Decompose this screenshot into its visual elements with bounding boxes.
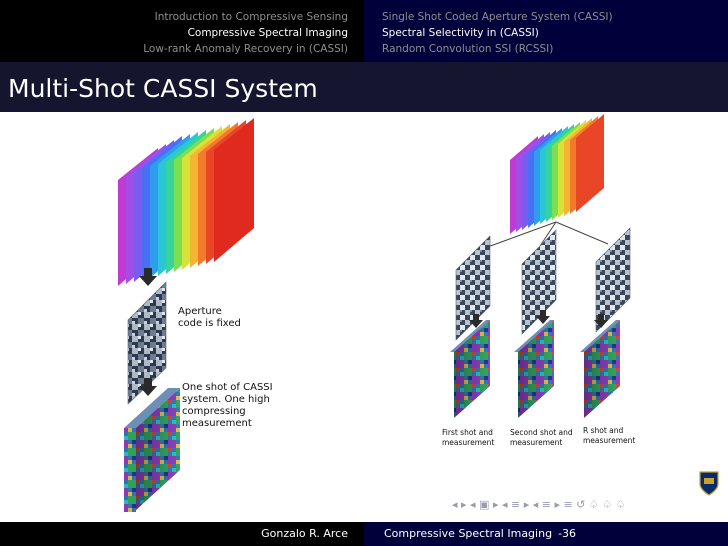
coded-aperture-left <box>127 281 167 405</box>
label-aperture-fixed: Aperture code is fixed <box>178 306 241 329</box>
beamer-nav-controls[interactable]: ◂ ▸ ◂ ▣ ▸ ◂ ≡ ▸ ◂ ≡ ▸ ≡ ↺ ♤ ♤ ♤ <box>452 498 626 511</box>
footer-author-bar: Gonzalo R. Arce <box>0 522 364 546</box>
nav-section-csi[interactable]: Compressive Spectral Imaging <box>187 27 348 39</box>
arrow-down-icon <box>139 378 157 396</box>
spectral-cube-right <box>510 114 604 234</box>
nav-subsection-cassi[interactable]: Single Shot Coded Aperture System (CASSI… <box>382 11 613 23</box>
header-sections: Introduction to Compressive Sensing Comp… <box>0 0 364 62</box>
slide-title: Multi-Shot CASSI System <box>8 74 318 103</box>
caption-first-shot: First shot and measurement <box>442 428 495 447</box>
university-seal-icon <box>699 471 719 496</box>
nav-section-lowrank[interactable]: Low-rank Anomaly Recovery in (CASSI) <box>143 43 348 55</box>
measurement-shot-r <box>580 320 620 418</box>
label-one-shot: One shot of CASSI system. One high compr… <box>182 382 273 429</box>
footer-title: Compressive Spectral Imaging-36 <box>384 527 577 540</box>
nav-section-intro[interactable]: Introduction to Compressive Sensing <box>154 11 348 23</box>
coded-aperture-shot-r <box>595 227 631 333</box>
title-bar: Multi-Shot CASSI System <box>0 62 728 112</box>
arrow-down-icon <box>139 268 157 286</box>
page-number: -36 <box>558 527 577 540</box>
caption-r-shot: R shot and measurement <box>583 426 636 445</box>
coded-aperture-shot-1 <box>455 235 491 341</box>
arrow-down-icon <box>594 314 608 328</box>
footer-author: Gonzalo R. Arce <box>261 527 348 540</box>
arrow-down-icon <box>536 310 550 324</box>
header-subsections: Single Shot Coded Aperture System (CASSI… <box>364 0 728 62</box>
arrow-down-icon <box>469 314 483 328</box>
measurement-block-left <box>124 388 180 512</box>
measurement-shot-2 <box>514 320 554 418</box>
caption-second-shot: Second shot and measurement <box>510 428 573 447</box>
measurement-shot-1 <box>450 320 490 418</box>
nav-subsection-selectivity[interactable]: Spectral Selectivity in (CASSI) <box>382 27 539 39</box>
nav-subsection-rcssi[interactable]: Random Convolution SSI (RCSSI) <box>382 43 554 55</box>
footer-title-bar: Compressive Spectral Imaging-36 <box>364 522 728 546</box>
spectral-cube-left <box>118 118 254 286</box>
coded-aperture-shot-2 <box>521 229 557 335</box>
